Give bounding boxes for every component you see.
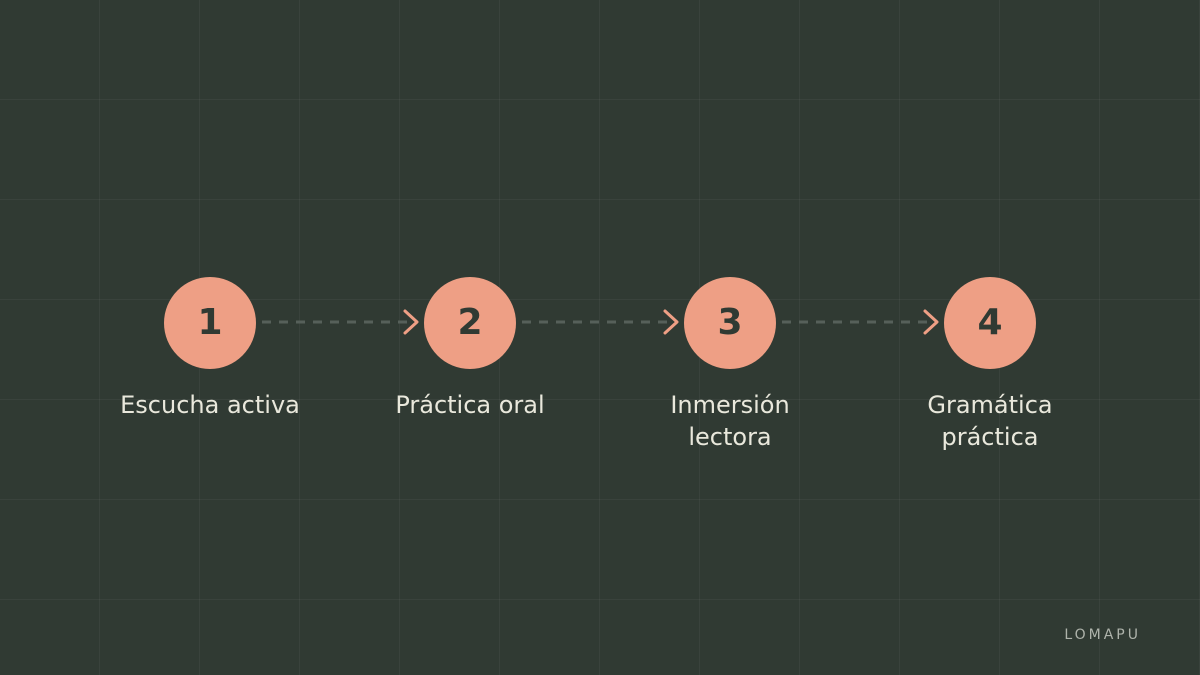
step-number-badge: 1 <box>164 277 256 369</box>
step-number-badge: 2 <box>424 277 516 369</box>
step-4: 4 Gramática práctica <box>880 277 1100 453</box>
step-label: Inmersión lectora <box>670 391 790 451</box>
step-number-badge: 4 <box>944 277 1036 369</box>
step-1: 1 Escucha activa <box>100 277 320 421</box>
step-2: 2 Práctica oral <box>360 277 580 421</box>
brand-wordmark: LOMAPU <box>1064 627 1141 643</box>
chevron-right-icon <box>663 309 679 335</box>
step-label: Práctica oral <box>395 391 545 419</box>
step-label: Escucha activa <box>120 391 300 419</box>
step-label: Gramática práctica <box>927 391 1053 451</box>
step-3: 3 Inmersión lectora <box>620 277 840 453</box>
chevron-right-icon <box>403 309 419 335</box>
chevron-right-icon <box>923 309 939 335</box>
step-number-badge: 3 <box>684 277 776 369</box>
